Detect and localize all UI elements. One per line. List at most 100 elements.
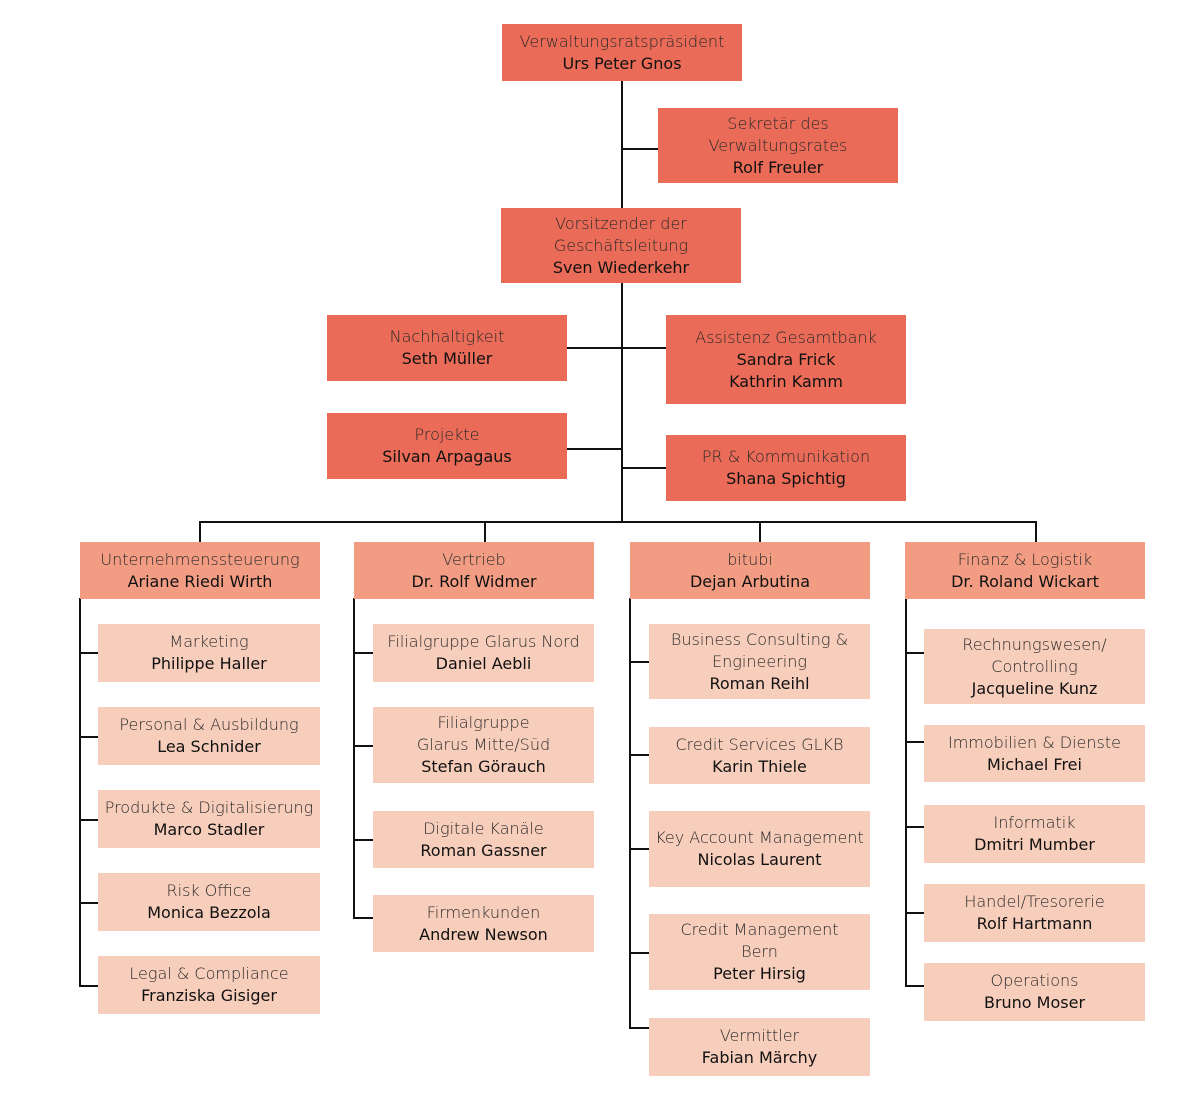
- node-name: Dr. Rolf Widmer: [411, 571, 537, 591]
- node-name: Silvan Arpagaus: [382, 447, 512, 466]
- node-role: Unternehmenssteuerung: [100, 549, 300, 569]
- node-role: Informatik: [993, 813, 1076, 832]
- connector-line: [353, 652, 373, 654]
- node-firmenkunden: Firmenkunden Andrew Newson: [373, 895, 594, 952]
- connector-line: [484, 521, 486, 542]
- node-informatik: Informatik Dmitri Mumber: [924, 805, 1145, 863]
- node-digitale-kanaele: Digitale Kanäle Roman Gassner: [373, 811, 594, 868]
- node-business-consulting: Business Consulting & Engineering Roman …: [649, 624, 870, 699]
- connector-line: [629, 661, 649, 663]
- node-role: PR & Kommunikation: [701, 447, 871, 466]
- connector-line: [353, 745, 373, 747]
- node-marketing: Marketing Philippe Haller: [98, 624, 320, 682]
- node-role: Nachhaltigkeit: [389, 327, 505, 346]
- node-name: Dejan Arbutina: [689, 571, 811, 591]
- node-role: Controlling: [991, 656, 1078, 676]
- node-operations: Operations Bruno Moser: [924, 963, 1145, 1021]
- connector-line: [629, 848, 649, 850]
- node-role: Sekretär des: [727, 113, 829, 133]
- node-role: Risk Office: [166, 881, 252, 900]
- node-name: Fabian Märchy: [701, 1048, 818, 1067]
- node-name: Monica Bezzola: [147, 903, 271, 922]
- node-filialgruppe-nord: Filialgruppe Glarus Nord Daniel Aebli: [373, 624, 594, 682]
- node-name: Shana Spichtig: [726, 469, 846, 488]
- connector-line: [629, 754, 649, 756]
- connector-line: [353, 598, 355, 918]
- node-name: Sandra Frick: [736, 349, 836, 369]
- node-name: Dmitri Mumber: [974, 835, 1095, 854]
- connector-line: [629, 1027, 649, 1029]
- node-bitubi: bitubi Dejan Arbutina: [630, 542, 870, 599]
- node-name: Andrew Newson: [419, 924, 548, 944]
- node-name: Kathrin Kamm: [729, 371, 843, 391]
- node-role: Credit Management: [680, 920, 839, 939]
- node-role: Legal & Compliance: [129, 964, 289, 983]
- node-name: Urs Peter Gnos: [562, 53, 682, 73]
- node-credit-services: Credit Services GLKB Karin Thiele: [649, 727, 870, 784]
- node-projekte: Projekte Silvan Arpagaus: [327, 413, 567, 479]
- node-pr-kommunikation: PR & Kommunikation Shana Spichtig: [666, 435, 906, 501]
- connector-line: [353, 839, 373, 841]
- node-name: Daniel Aebli: [435, 654, 532, 673]
- node-role: Operations: [990, 971, 1079, 990]
- node-sekretaer: Sekretär des Verwaltungsrates Rolf Freul…: [658, 108, 898, 183]
- node-produkte: Produkte & Digitalisierung Marco Stadler: [98, 790, 320, 848]
- node-role: Verwaltungsrates: [708, 135, 848, 155]
- connector-line: [79, 819, 98, 821]
- node-name: Stefan Görauch: [421, 757, 546, 776]
- node-role: Assistenz Gesamtbank: [695, 327, 877, 347]
- node-role: Digitale Kanäle: [423, 818, 544, 838]
- node-name: Lea Schnider: [157, 737, 261, 756]
- connector-line: [905, 912, 924, 914]
- node-role: Produkte & Digitalisierung: [104, 798, 314, 817]
- node-vermittler: Vermittler Fabian Märchy: [649, 1018, 870, 1076]
- node-immobilien: Immobilien & Dienste Michael Frei: [924, 725, 1145, 782]
- connector-line: [759, 521, 761, 542]
- connector-line: [905, 598, 907, 986]
- node-name: Jacqueline Kunz: [971, 678, 1098, 698]
- node-role: Immobilien & Dienste: [947, 732, 1121, 752]
- node-role: Handel/Tresorerie: [964, 892, 1105, 911]
- node-role: Vorsitzender der: [555, 213, 687, 233]
- connector-line: [905, 985, 924, 987]
- node-role: Verwaltungsratspräsident: [519, 31, 725, 51]
- node-name: Rolf Hartmann: [976, 914, 1093, 933]
- node-name: Roman Reihl: [709, 673, 810, 693]
- connector-line: [79, 736, 98, 738]
- connector-line: [79, 652, 98, 654]
- node-filialgruppe-mitte: Filialgruppe Glarus Mitte/Süd Stefan Gör…: [373, 707, 594, 783]
- node-role: Marketing: [169, 632, 249, 651]
- node-name: Michael Frei: [987, 754, 1082, 774]
- node-name: Marco Stadler: [153, 820, 265, 839]
- node-legal-compliance: Legal & Compliance Franziska Gisiger: [98, 956, 320, 1014]
- connector-line: [905, 652, 924, 654]
- node-role: bitubi: [727, 549, 773, 569]
- node-finanz-logistik: Finanz & Logistik Dr. Roland Wickart: [905, 542, 1145, 599]
- node-role: Projekte: [414, 425, 480, 444]
- connector-line: [79, 598, 81, 986]
- node-role: Rechnungswesen/: [962, 634, 1107, 654]
- connector-line: [622, 148, 658, 150]
- connector-line: [79, 902, 98, 904]
- node-role: Bern: [741, 942, 778, 961]
- node-name: Franziska Gisiger: [141, 986, 277, 1005]
- node-name: Sven Wiederkehr: [552, 257, 690, 277]
- node-verwaltungsratspraesident: Verwaltungsratspräsident Urs Peter Gnos: [502, 24, 742, 81]
- node-name: Ariane Riedi Wirth: [127, 571, 273, 591]
- connector-line: [629, 598, 631, 1028]
- node-role: Filialgruppe Glarus Nord: [387, 632, 580, 651]
- node-name: Nicolas Laurent: [697, 850, 822, 869]
- node-ceo: Vorsitzender der Geschäftsleitung Sven W…: [501, 208, 741, 283]
- node-role: Filialgruppe: [437, 713, 530, 732]
- node-role: Glarus Mitte/Süd: [416, 735, 551, 754]
- connector-line: [905, 826, 924, 828]
- node-role: Business Consulting &: [670, 629, 849, 649]
- node-role: Engineering: [712, 651, 807, 671]
- node-name: Seth Müller: [401, 349, 493, 368]
- node-role: Personal & Ausbildung: [119, 715, 299, 734]
- node-role: Credit Services GLKB: [675, 734, 844, 754]
- connector-line: [621, 81, 623, 522]
- connector-line: [1035, 521, 1037, 542]
- node-role: Vertrieb: [442, 549, 506, 569]
